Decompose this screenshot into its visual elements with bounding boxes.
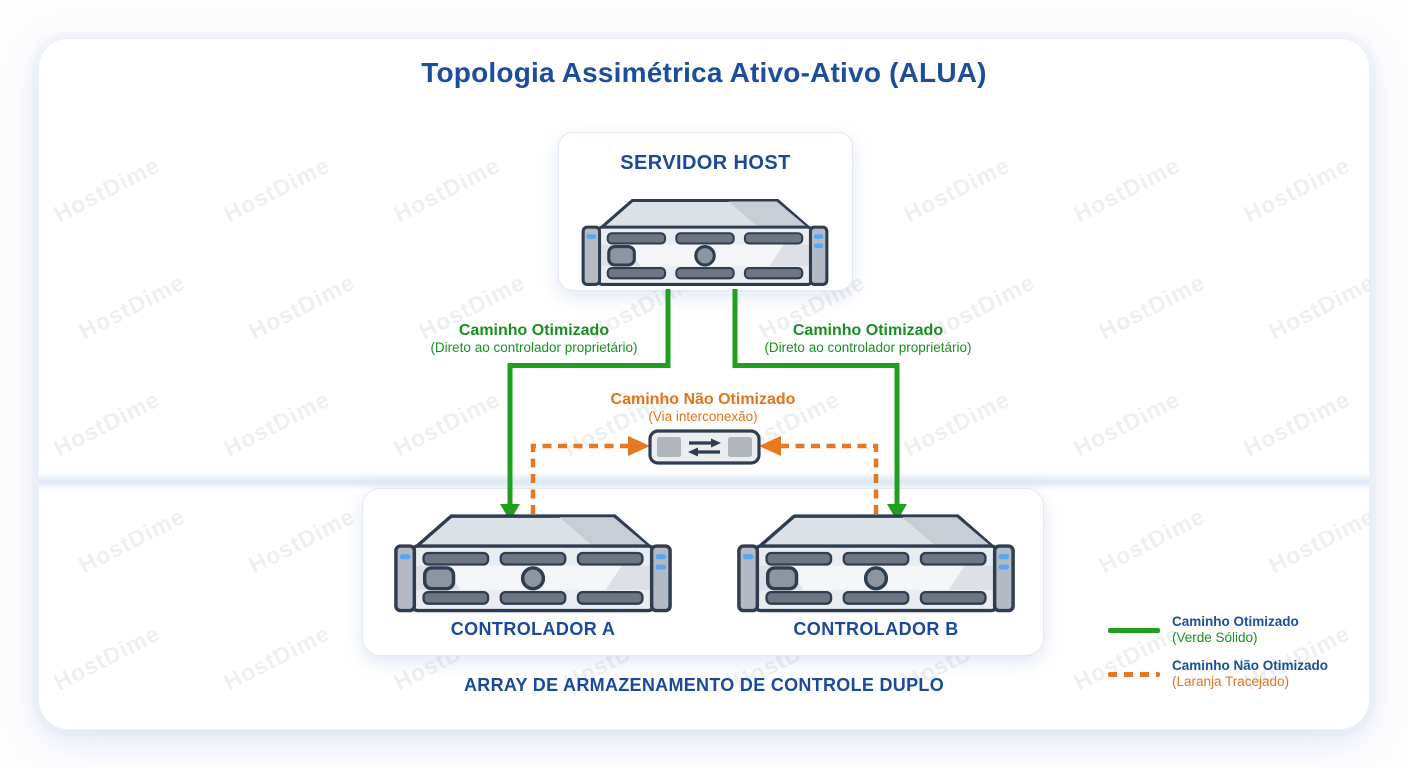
host-label: SERVIDOR HOST [620, 152, 791, 174]
legend-non-optimized-label: Caminho Não Otimizado [1172, 658, 1329, 673]
host-server-icon [577, 196, 833, 291]
controller-a-server-icon [389, 511, 677, 618]
non-optimized-sublabel: (Via interconexão) [648, 409, 758, 424]
controller-b-label: CONTROLADOR B [793, 619, 959, 639]
legend-item-non-optimized: Caminho Não Otimizado (Laranja Tracejado… [1106, 658, 1356, 690]
legend: Caminho Otimizado (Verde Sólido) Caminho… [1106, 614, 1356, 702]
solid-green-line-icon [1108, 628, 1160, 633]
background-accent-band [39, 472, 1369, 490]
diagram-title: Topologia Assimétrica Ativo-Ativo (ALUA) [421, 57, 987, 88]
controller-b-server-icon [732, 511, 1020, 618]
optimized-path-label-left: Caminho Otimizado (Direto ao controlador… [404, 322, 664, 355]
optimized-sublabel: (Direto ao controlador proprietário) [764, 340, 972, 355]
optimized-label: Caminho Otimizado [458, 322, 610, 339]
non-optimized-label: Caminho Não Otimizado [610, 391, 796, 408]
controller-a-label: CONTROLADOR A [450, 619, 616, 639]
non-optimized-path-label: Caminho Não Otimizado (Via interconexão) [553, 391, 853, 424]
legend-non-optimized-sublabel: (Laranja Tracejado) [1172, 673, 1290, 689]
array-caption: ARRAY DE ARMAZENAMENTO DE CONTROLE DUPLO [463, 675, 945, 695]
legend-item-optimized: Caminho Otimizado (Verde Sólido) [1106, 614, 1356, 646]
optimized-sublabel: (Direto ao controlador proprietário) [430, 340, 638, 355]
legend-optimized-sublabel: (Verde Sólido) [1172, 629, 1258, 645]
legend-optimized-label: Caminho Otimizado [1172, 614, 1299, 629]
dashed-orange-line-icon [1108, 672, 1160, 677]
optimized-label: Caminho Otimizado [792, 322, 944, 339]
optimized-path-label-right: Caminho Otimizado (Direto ao controlador… [738, 322, 998, 355]
interconnect-switch-icon [648, 429, 761, 465]
